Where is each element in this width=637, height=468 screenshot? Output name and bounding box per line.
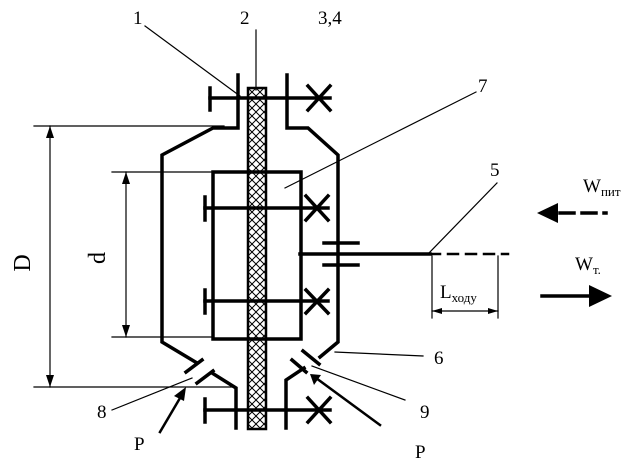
- label-2: 2: [240, 8, 250, 29]
- leader-9: [311, 365, 406, 401]
- label-P-right: P: [415, 442, 426, 463]
- housing-right-lower: [284, 365, 307, 430]
- dimension-d: [111, 171, 214, 338]
- label-6: 6: [434, 348, 444, 369]
- pressure-arrow-right: [310, 374, 382, 427]
- solid-right-arrow-icon: [540, 285, 612, 307]
- pressure-arrow-left: [158, 387, 186, 434]
- label-8: 8: [97, 402, 107, 423]
- bottom-bolt: [203, 395, 333, 425]
- top-bolt: [208, 83, 333, 113]
- label-P-left: P: [134, 434, 145, 455]
- lower-frame-bolt: [203, 287, 331, 316]
- label-3-4: 3,4: [318, 8, 342, 29]
- label-5: 5: [490, 160, 500, 181]
- label-d: d: [85, 252, 111, 264]
- label-7: 7: [478, 76, 488, 97]
- dashed-left-arrow-icon: [537, 203, 608, 223]
- dimension-D: [33, 125, 235, 388]
- leader-5: [427, 182, 498, 255]
- leader-7: [284, 91, 477, 189]
- valve-9: [289, 348, 322, 375]
- label-1: 1: [133, 8, 143, 29]
- upper-frame-bolt: [203, 193, 331, 223]
- leader-8: [111, 377, 193, 411]
- dimension-stroke-length: [431, 255, 499, 319]
- outlet-pipe: [298, 241, 510, 267]
- label-D: D: [10, 254, 36, 271]
- housing-left-lower: [209, 370, 238, 430]
- leader-6: [334, 351, 424, 357]
- housing-left: [160, 73, 240, 366]
- center-plate: [246, 86, 268, 431]
- valve-8: [183, 357, 216, 386]
- leader-1: [144, 25, 241, 97]
- label-L-stroke: Lходу: [440, 282, 477, 305]
- label-W-pit: Wпит: [583, 176, 621, 199]
- label-9: 9: [420, 402, 430, 423]
- housing-right: [285, 73, 340, 360]
- label-W-t: Wт.: [575, 254, 601, 277]
